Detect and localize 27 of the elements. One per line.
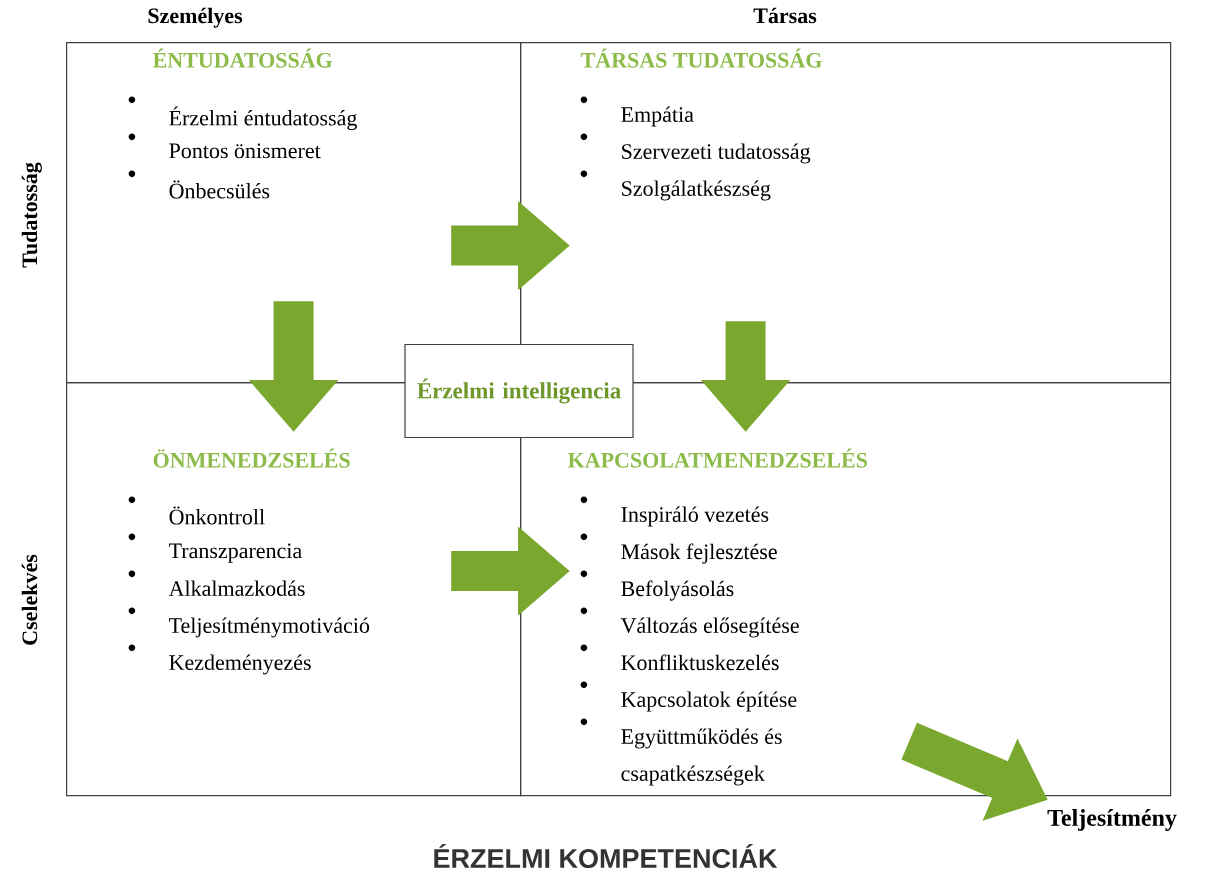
bullet-item: Befolyásolás bbox=[621, 580, 734, 601]
bullet-item: Szolgálatkészség bbox=[622, 180, 771, 201]
bullet-item: Konfliktuskezelés bbox=[621, 654, 779, 671]
bullet-item: Önkontroll bbox=[169, 506, 265, 525]
heading: ÖNMENEDZSELÉS bbox=[153, 448, 350, 468]
heading: TÁRSAS TUDATOSSÁG bbox=[580, 48, 822, 68]
bullet-item: Érzelmi éntudatosság bbox=[169, 106, 357, 131]
caption: ÉRZELMI KOMPETENCIÁK bbox=[434, 843, 778, 869]
center-box: Érzelmi intelligencia bbox=[404, 343, 634, 439]
bullet-item: Változás elősegítése bbox=[620, 617, 799, 638]
bullet-item: Önbecsülés bbox=[169, 180, 270, 199]
heading: ÉNTUDATOSSÁG bbox=[153, 48, 333, 68]
bullet-item: Együttműködés és csapatkészségek bbox=[621, 728, 782, 786]
bullet-item: Teljesítménymotiváció bbox=[169, 617, 370, 638]
bullet-item: Kezdeményezés bbox=[169, 654, 311, 675]
bullet-item: Szervezeti tudatosság bbox=[622, 143, 811, 164]
axis-label: Tudatosság bbox=[21, 162, 42, 268]
bullet-item: Kapcsolatok építése bbox=[621, 691, 797, 712]
bullet-item: Inspiráló vezetés bbox=[621, 506, 769, 527]
bullet-item: Empátia bbox=[621, 106, 694, 127]
bullet-item: Mások fejlesztése bbox=[621, 543, 777, 564]
heading: KAPCSOLATMENEDZSELÉS bbox=[568, 448, 867, 468]
bullet-item: Pontos önismeret bbox=[169, 143, 321, 159]
bullet-item: Transzparencia bbox=[169, 543, 302, 563]
axis-label: Cselekvés bbox=[21, 554, 38, 645]
bullet-item: Alkalmazkodás bbox=[168, 580, 305, 596]
outcome-label: Teljesítmény bbox=[1047, 809, 1177, 831]
